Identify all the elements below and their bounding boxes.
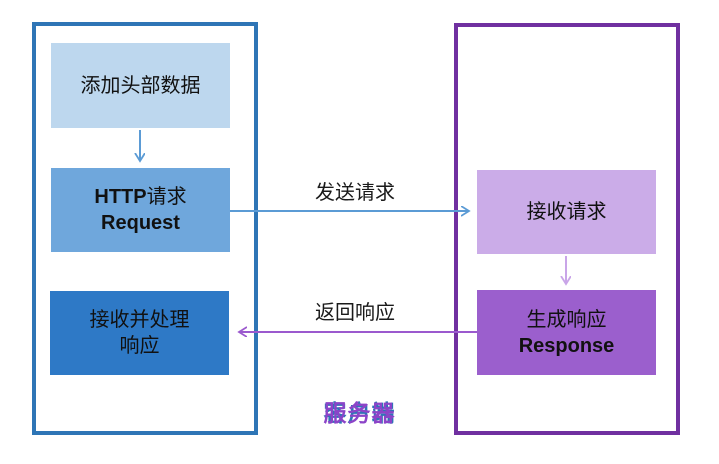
server-label: 服务器	[323, 400, 396, 426]
add-header-text: 添加头部数据	[80, 74, 201, 97]
receive-process-line2: 响应	[119, 335, 160, 357]
generate-response-box: 生成响应 Response	[477, 290, 656, 375]
receive-process-box: 接收并处理 响应	[50, 291, 229, 375]
client-label: 客户端	[323, 400, 396, 426]
return-response-label: 返回响应	[315, 302, 395, 324]
http-request-box: HTTP请求 Request	[51, 168, 230, 252]
generate-response-line1: 生成响应	[526, 308, 607, 331]
http-request-line2: Request	[101, 212, 180, 234]
receive-process-line1: 接收并处理	[89, 309, 190, 331]
http-request-zh: 请求	[146, 186, 187, 208]
http-request-latin: HTTP	[94, 186, 147, 208]
send-request-label: 发送请求	[315, 182, 395, 204]
receive-request-text: 接收请求	[526, 201, 607, 223]
generate-response-line2: Response	[518, 334, 615, 357]
http-request-line1: HTTP请求	[94, 184, 186, 210]
add-header-box: 添加头部数据	[51, 43, 230, 128]
receive-request-box: 接收请求	[477, 170, 656, 254]
